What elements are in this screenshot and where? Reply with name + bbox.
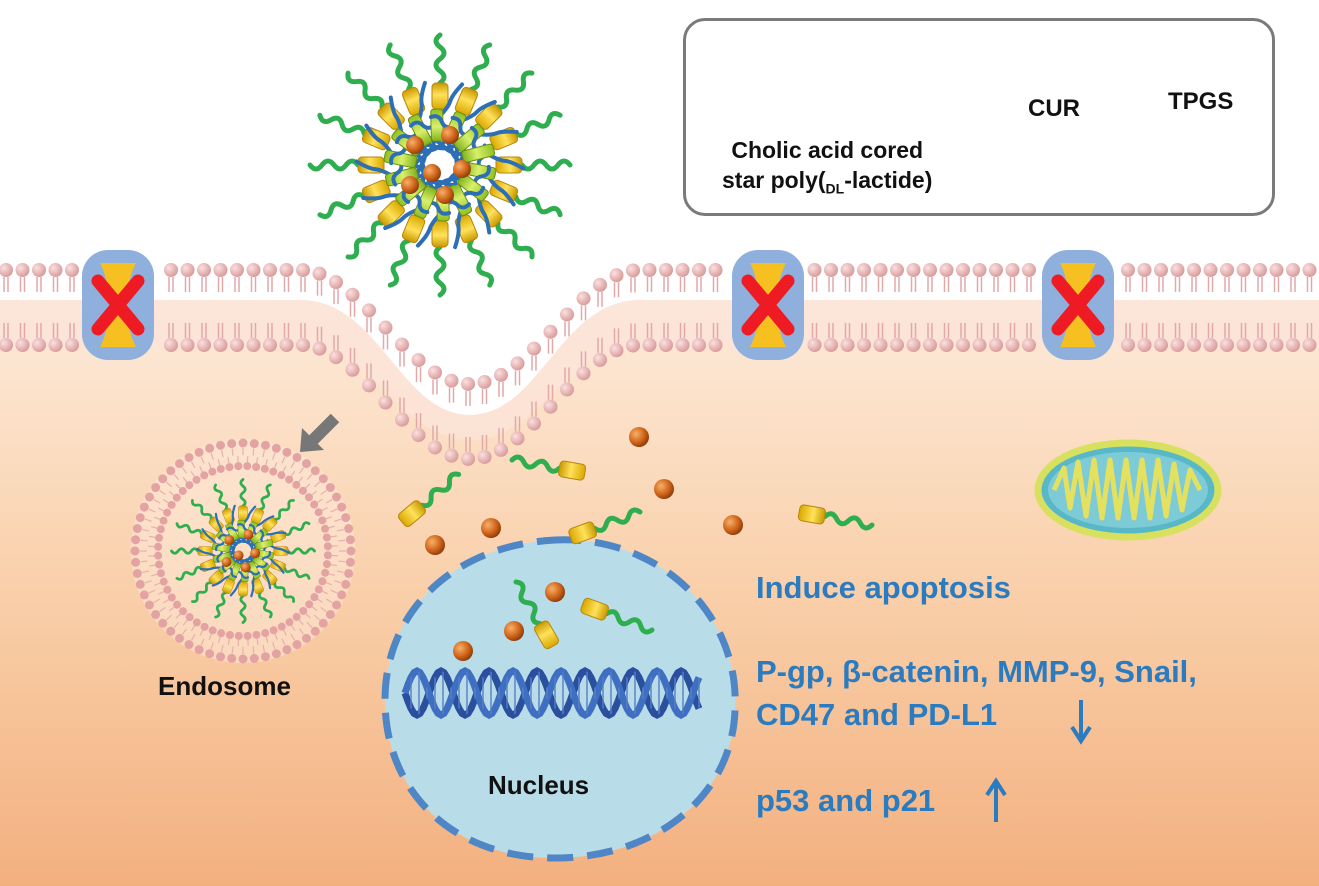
legend-star-polymer-line1: Cholic acid cored bbox=[731, 137, 924, 163]
efflux-transporter-2 bbox=[732, 250, 804, 360]
dna-helix-icon bbox=[401, 666, 703, 720]
blocked-x-icon bbox=[741, 274, 795, 336]
up-arrow-icon bbox=[985, 777, 1007, 822]
efflux-transporter-1 bbox=[82, 250, 154, 360]
legend bbox=[683, 18, 1275, 216]
internalization-arrow-icon bbox=[300, 413, 340, 452]
endosome bbox=[130, 438, 356, 664]
legend-star-polymer-line2-suffix: -lactide) bbox=[844, 167, 933, 193]
down-arrow-icon bbox=[1070, 700, 1092, 745]
nucleus-label: Nucleus bbox=[488, 770, 590, 800]
endosome-label: Endosome bbox=[158, 671, 291, 701]
effect-upregulated: p53 and p21 bbox=[756, 783, 936, 818]
legend-star-polymer-label: Cholic acid cored star poly(DL-lactide) bbox=[722, 135, 932, 204]
mitochondrion-icon bbox=[1034, 439, 1222, 541]
effect-downregulated-line1: P-gp, β-catenin, MMP-9, Snail, bbox=[756, 654, 1197, 689]
effect-downregulated-line2: CD47 and PD-L1 bbox=[756, 697, 998, 732]
blocked-x-icon bbox=[1051, 274, 1105, 336]
effect-apoptosis: Induce apoptosis bbox=[756, 570, 1011, 605]
legend-cur-label: CUR bbox=[1028, 95, 1080, 122]
blocked-x-icon bbox=[91, 274, 145, 336]
nucleus bbox=[381, 536, 739, 862]
efflux-transporter-3 bbox=[1042, 250, 1114, 360]
legend-star-polymer-line2-sub: DL bbox=[825, 180, 845, 197]
legend-star-polymer-line2-prefix: star poly( bbox=[722, 167, 826, 193]
legend-tpgs-label: TPGS bbox=[1168, 88, 1234, 115]
